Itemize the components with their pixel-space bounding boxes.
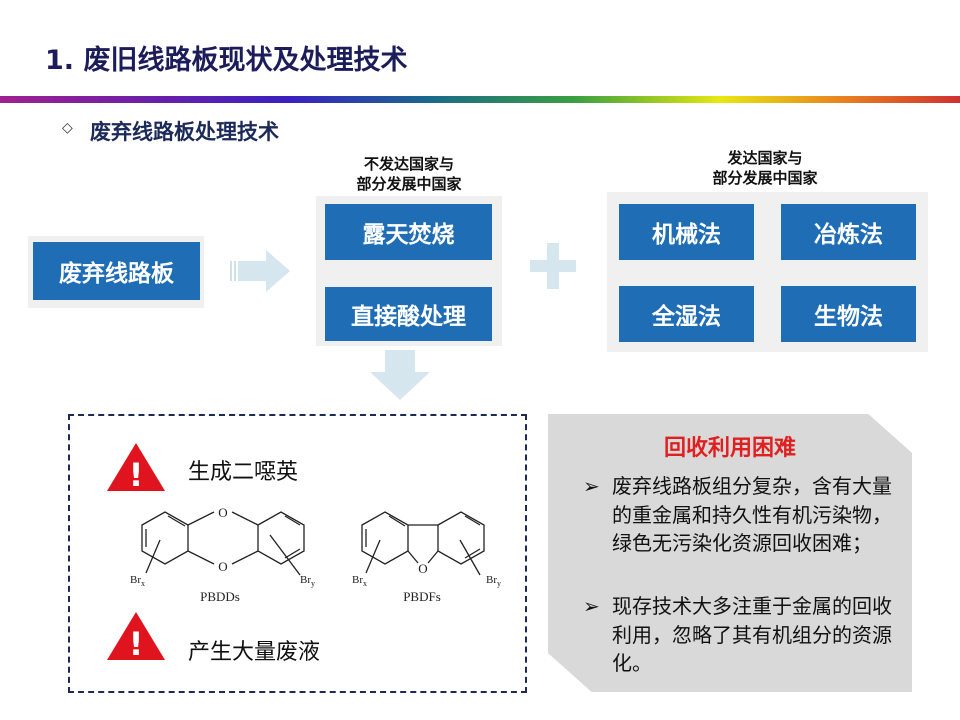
method-smelting: 冶炼法: [781, 204, 916, 260]
method-acid-treatment: 直接酸处理: [325, 287, 492, 341]
molecule-structures: O O Brx Bry PBDDs O Brx Bry PBDFs: [130, 505, 501, 604]
pbdds-structure: O O Brx Bry PBDDs: [130, 505, 315, 604]
svg-text:Bry: Bry: [486, 574, 501, 588]
slide-title: 1. 废旧线路板现状及处理技术: [45, 45, 408, 76]
method-biological: 生物法: [781, 286, 916, 342]
hazard-waste-liquid: 产生大量废液: [188, 640, 321, 665]
developed-label-line2: 部分发展中国家: [712, 169, 818, 187]
arrow-bullet-icon: ➢: [583, 474, 600, 498]
svg-text:Brx: Brx: [352, 574, 367, 588]
plus-icon: [530, 243, 576, 289]
svg-text:O: O: [218, 505, 227, 520]
svg-text:Brx: Brx: [130, 574, 145, 588]
hazards-box: [68, 414, 527, 693]
developing-label-line1: 不发达国家与: [363, 155, 454, 173]
svg-text:PBDDs: PBDDs: [200, 589, 240, 604]
method-hydrometallurgy: 全湿法: [619, 286, 754, 342]
pbdfs-structure: O Brx Bry PBDFs: [352, 511, 501, 604]
developing-label-line2: 部分发展中国家: [356, 175, 462, 193]
arrow-bullet-icon: ➢: [583, 594, 600, 618]
developed-label-line1: 发达国家与: [727, 149, 803, 167]
difficulty-point-text: 废弃线路板组分复杂，含有大量的重金属和持久性有机污染物，绿色无污染化资源回收困难…: [612, 474, 892, 555]
svg-text:O: O: [418, 561, 427, 576]
difficulty-point-2: ➢ 现存技术大多注重于金属的回收利用，忽略了其有机组分的资源化。: [583, 592, 893, 678]
svg-text:!: !: [129, 625, 144, 662]
down-arrow-icon: [370, 350, 430, 400]
right-arrow-icon: [230, 250, 290, 292]
svg-text:!: !: [129, 456, 144, 493]
method-mechanical: 机械法: [619, 204, 754, 260]
method-open-burning: 露天焚烧: [325, 204, 492, 260]
developed-label: 发达国家与部分发展中国家: [660, 148, 870, 188]
svg-text:PBDFs: PBDFs: [403, 589, 441, 604]
section-subtitle: 废弃线路板处理技术: [90, 120, 279, 144]
rainbow-divider: [0, 96, 960, 103]
developing-label: 不发达国家与部分发展中国家: [316, 154, 502, 194]
svg-text:Bry: Bry: [300, 574, 315, 588]
hazard-dioxin: 生成二噁英: [188, 460, 299, 485]
diamond-bullet-icon: ◇: [62, 120, 73, 136]
difficulty-title: 回收利用困难: [663, 436, 796, 461]
svg-text:O: O: [218, 559, 227, 574]
warning-icon: !: [107, 612, 165, 662]
difficulty-point-text: 现存技术大多注重于金属的回收利用，忽略了其有机组分的资源化。: [612, 594, 892, 675]
source-box: 废弃线路板: [33, 242, 200, 300]
difficulty-box: [548, 414, 912, 692]
warning-icon: !: [107, 443, 165, 493]
difficulty-point-1: ➢ 废弃线路板组分复杂，含有大量的重金属和持久性有机污染物，绿色无污染化资源回收困…: [583, 472, 893, 558]
